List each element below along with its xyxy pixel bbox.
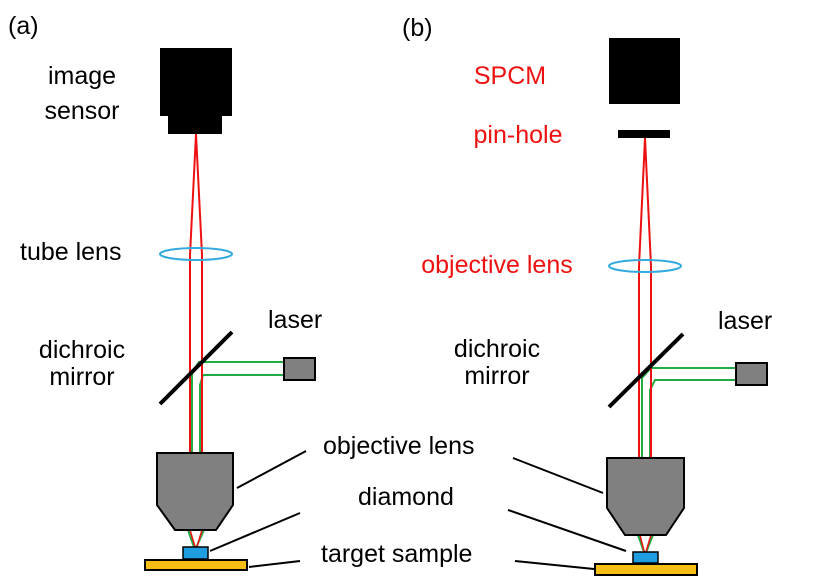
objective-lens-b bbox=[606, 457, 685, 536]
image-sensor-label-line2: sensor bbox=[44, 97, 119, 125]
diamond-a bbox=[182, 546, 209, 560]
dichroic-label-a-line2: mirror bbox=[49, 363, 114, 391]
dichroic-label-b-line2: mirror bbox=[464, 362, 529, 390]
leader-sample-a bbox=[248, 560, 301, 568]
laser-label-a: laser bbox=[268, 306, 322, 334]
emission-beam-a-right bbox=[195, 133, 203, 530]
dichroic-label-b-line1: dichroic bbox=[454, 335, 540, 363]
dichroic-mirror-a bbox=[158, 330, 234, 406]
panel-a: (a) image sensor tube lens dichroic mirr… bbox=[8, 12, 322, 571]
spcm-label: SPCM bbox=[474, 62, 546, 90]
image-sensor-label-line1: image bbox=[48, 62, 116, 90]
leader-objective-a bbox=[236, 450, 307, 489]
pin-hole bbox=[618, 130, 670, 138]
leader-diamond-a bbox=[209, 512, 301, 552]
tube-lens bbox=[159, 247, 233, 261]
dichroic-label-a-line1: dichroic bbox=[39, 336, 125, 364]
panel-b-tag: (b) bbox=[402, 14, 433, 42]
target-sample-a bbox=[144, 559, 248, 571]
laser-a bbox=[283, 357, 316, 381]
objective-lens-thin-label: objective lens bbox=[421, 251, 572, 279]
leader-sample-b bbox=[514, 560, 595, 570]
panel-b: (b) SPCM pin-hole objective lens dichroi… bbox=[402, 14, 772, 576]
laser-b bbox=[735, 362, 768, 386]
objective-lens-thin-b bbox=[608, 259, 682, 273]
panel-a-tag: (a) bbox=[8, 12, 39, 40]
dichroic-mirror-b bbox=[607, 332, 685, 409]
objective-lens-a bbox=[156, 452, 234, 531]
leader-diamond-b bbox=[507, 509, 627, 552]
pin-hole-label: pin-hole bbox=[474, 121, 563, 149]
emission-beam-a-left bbox=[189, 133, 197, 530]
target-sample-b bbox=[594, 563, 698, 576]
diamond-b bbox=[632, 551, 659, 564]
tube-lens-label: tube lens bbox=[20, 238, 121, 266]
target-sample-label: target sample bbox=[321, 540, 472, 568]
laser-label-b: laser bbox=[718, 307, 772, 335]
spcm-detector bbox=[609, 38, 680, 104]
diamond-label: diamond bbox=[358, 483, 454, 511]
emission-beam-b-left bbox=[638, 137, 646, 535]
emission-beam-b-right bbox=[644, 137, 652, 535]
objective-lens-label: objective lens bbox=[323, 432, 474, 460]
image-sensor-mount bbox=[168, 114, 222, 134]
image-sensor-body bbox=[160, 48, 232, 116]
shared-labels: objective lens diamond target sample bbox=[209, 432, 627, 570]
leader-objective-b bbox=[512, 457, 604, 494]
